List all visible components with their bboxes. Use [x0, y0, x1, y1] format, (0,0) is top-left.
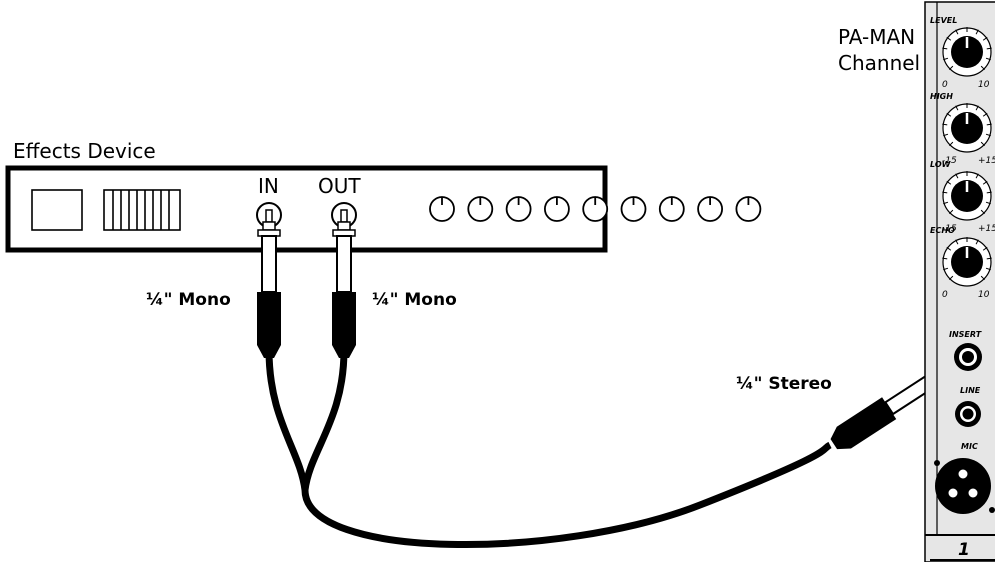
- insert-jack-icon[interactable]: [954, 343, 982, 371]
- channel-knob-min-label: -15: [942, 224, 957, 234]
- channel-knob-max-label: 10: [978, 290, 990, 300]
- effects-knob-icon[interactable]: [505, 196, 532, 222]
- effects-knob-icon[interactable]: [544, 196, 570, 222]
- in-plug-label: ¼" Mono: [146, 290, 231, 310]
- out-plug-label: ¼" Mono: [372, 290, 457, 310]
- channel-knob-label: ECHO: [930, 226, 955, 235]
- effects-knob-icon[interactable]: [467, 196, 494, 222]
- channel-knob-max-label: 10: [978, 80, 990, 90]
- channel-knob-max-label: +15: [978, 224, 995, 234]
- channel-knob-min-label: 0: [942, 290, 948, 300]
- effects-display-icon: [31, 189, 83, 231]
- line-jack-icon[interactable]: [955, 401, 981, 427]
- channel-knob-echo[interactable]: ECHO 0 10: [930, 226, 992, 300]
- in-mono-plug-icon: [257, 209, 281, 358]
- channel-knob-label: LOW: [930, 160, 952, 169]
- channel-number: 1: [958, 540, 970, 560]
- channel-knob-low[interactable]: LOW -15 +15: [930, 160, 995, 234]
- channel-title-line2: Channel: [838, 51, 920, 75]
- effects-knob-icon[interactable]: [620, 196, 647, 222]
- line-label: LINE: [960, 386, 981, 395]
- effects-in-label: IN: [258, 174, 279, 198]
- channel-knob-min-label: -15: [942, 156, 957, 166]
- effects-knob-icon[interactable]: [697, 196, 723, 222]
- insert-label: INSERT: [949, 330, 982, 339]
- channel-knob-label: HIGH: [930, 92, 953, 101]
- out-mono-plug-icon: [332, 209, 356, 358]
- effects-knob-icon[interactable]: [429, 196, 455, 222]
- mic-xlr-jack-icon[interactable]: [934, 458, 995, 514]
- effects-knob-icon[interactable]: [735, 196, 762, 222]
- mic-label: MIC: [961, 442, 978, 451]
- effects-knob-icon[interactable]: [582, 196, 609, 222]
- effects-out-label: OUT: [318, 174, 361, 198]
- channel-knob-max-label: +15: [978, 156, 995, 166]
- y-cable: [265, 349, 832, 549]
- channel-knob-min-label: 0: [942, 80, 948, 90]
- channel-knob-label: LEVEL: [930, 16, 957, 25]
- channel-knob-high[interactable]: HIGH -15 +15: [930, 92, 995, 166]
- channel-knob-level[interactable]: LEVEL 0 10: [930, 16, 992, 90]
- channel-title-line1: PA-MAN: [838, 25, 915, 49]
- effects-fader-bank-icon: [103, 189, 181, 231]
- effects-device-title: Effects Device: [13, 139, 156, 163]
- effects-knob-row: [429, 196, 762, 222]
- stereo-plug-label: ¼" Stereo: [736, 374, 832, 394]
- effects-knob-icon[interactable]: [658, 196, 685, 222]
